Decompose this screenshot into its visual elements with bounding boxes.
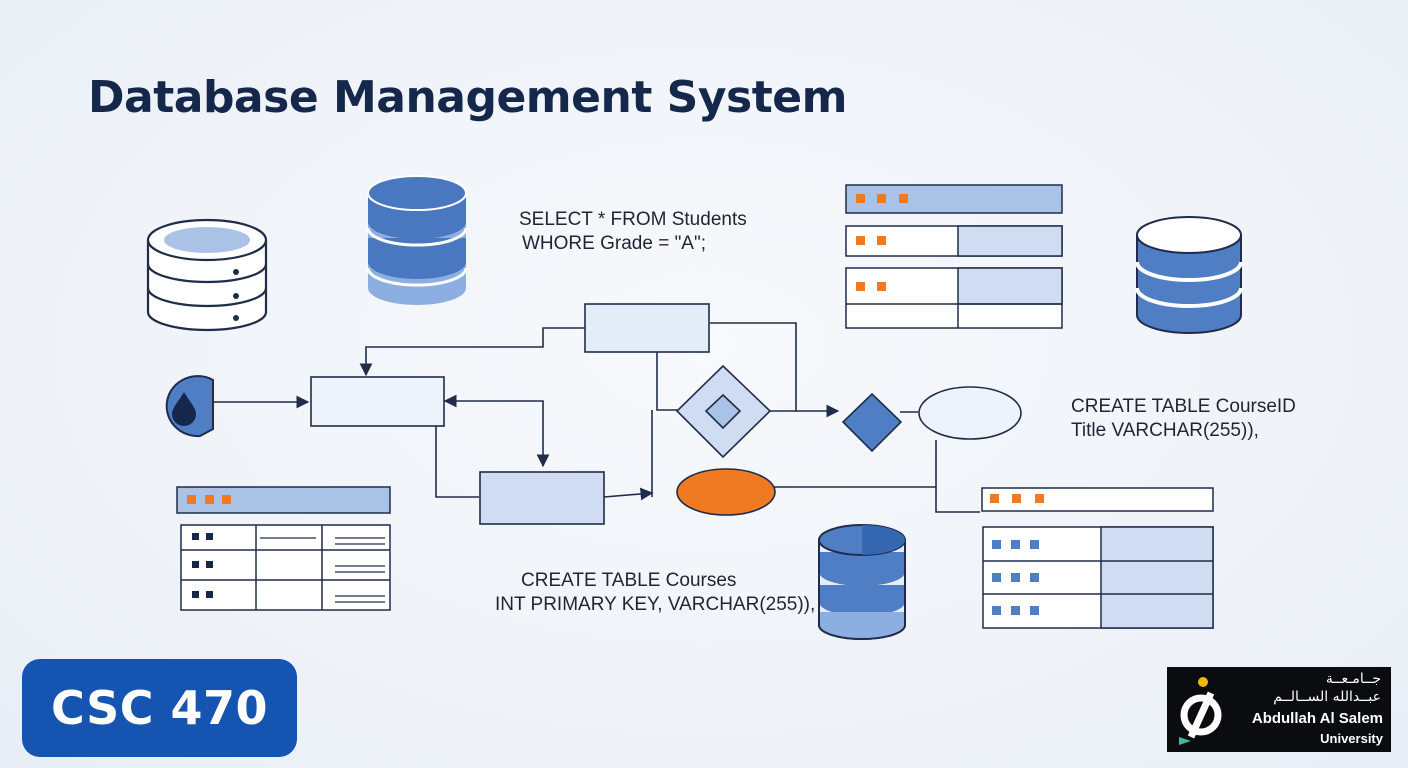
- university-logo: جــامـعــة عبــدالله الســالــم Abdullah…: [1167, 667, 1391, 752]
- table-row-markers: [187, 495, 231, 598]
- database-stack-icon: [1135, 216, 1243, 334]
- course-code-badge: CSC 470: [22, 659, 297, 757]
- decision-diamond-icon: [841, 392, 903, 453]
- database-outline-icon: [146, 218, 268, 332]
- table-icon-bottom-right: [981, 487, 1214, 629]
- decision-diamond-icon: [675, 364, 772, 459]
- sql-line: Title VARCHAR(255)),: [1071, 420, 1259, 441]
- course-code: CSC 470: [50, 681, 269, 735]
- sql-line: CREATE TABLE CourseID: [1071, 396, 1296, 417]
- university-logo-mark-icon: [1179, 677, 1222, 745]
- university-name-english-2: University: [1320, 731, 1383, 746]
- sql-create-courses-snippet: CREATE TABLE Courses INT PRIMARY KEY, VA…: [495, 569, 815, 617]
- sql-select-snippet: SELECT * FROM Students WHORE Grade = "A"…: [519, 208, 747, 256]
- table-icon-top-right: [845, 184, 1063, 329]
- sql-create-courseid-snippet: CREATE TABLE CourseID Title VARCHAR(255)…: [1071, 395, 1296, 443]
- sql-line: WHORE Grade = "A";: [522, 233, 707, 254]
- sql-line: INT PRIMARY KEY, VARCHAR(255)),: [495, 594, 816, 615]
- university-name-arabic-2: عبــدالله الســالــم: [1273, 689, 1381, 705]
- process-box: [310, 376, 445, 427]
- flow-connectors: [214, 322, 980, 513]
- table-row-markers: [990, 494, 1044, 615]
- process-box: [479, 471, 605, 525]
- database-stack-icon: [366, 175, 468, 305]
- table-row-markers: [856, 194, 908, 291]
- water-drop-icon: [165, 375, 214, 438]
- page-title: Database Management System: [88, 72, 847, 123]
- orange-terminal-ellipse: [676, 468, 776, 516]
- terminal-ellipse: [918, 386, 1022, 440]
- university-name-english-1: Abdullah Al Salem: [1251, 710, 1383, 727]
- flow-boxes: [310, 303, 710, 525]
- university-name-arabic-1: جــامـعــة: [1325, 671, 1381, 687]
- sql-line: SELECT * FROM Students: [519, 209, 747, 230]
- database-stack-icon: [818, 524, 906, 640]
- process-box: [584, 303, 710, 353]
- sql-line: CREATE TABLE Courses: [521, 570, 737, 591]
